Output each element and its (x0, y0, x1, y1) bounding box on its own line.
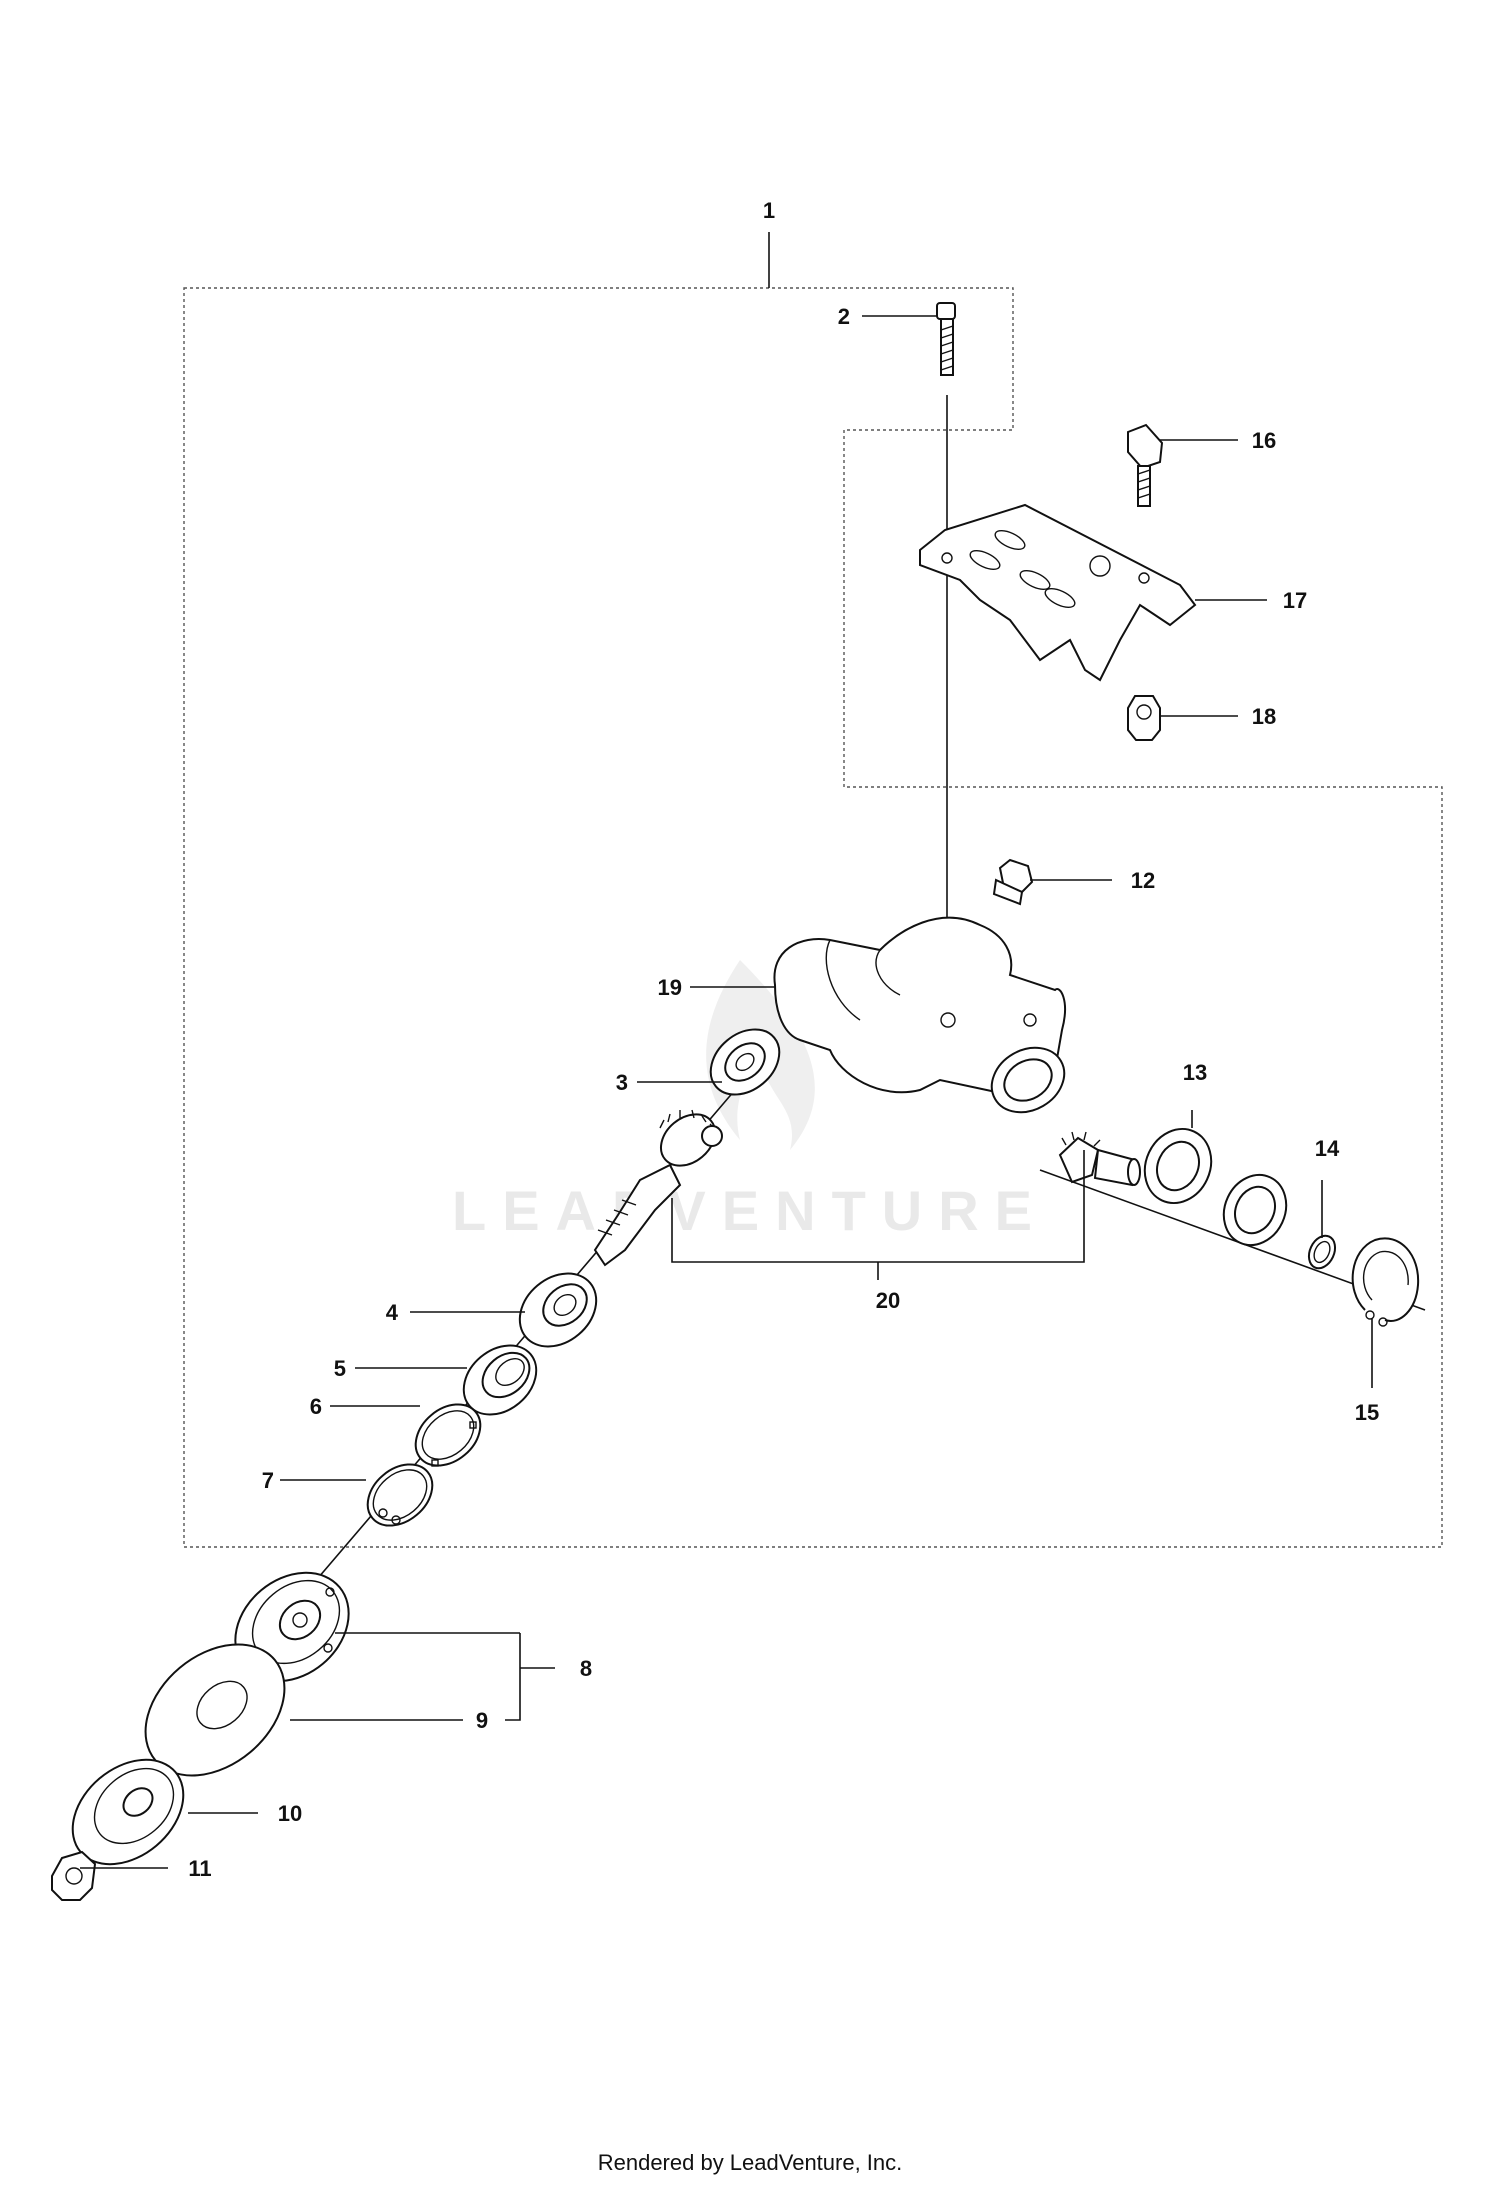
callout-17[interactable]: 17 (1283, 588, 1307, 613)
assembly-boundary (183, 287, 1443, 1548)
part-11-nut[interactable] (51, 1850, 97, 1901)
callout-11[interactable]: 11 (188, 1856, 211, 1881)
callout-4[interactable]: 4 (386, 1300, 399, 1325)
callout-19[interactable]: 19 (658, 975, 682, 1000)
part-12-plug[interactable] (992, 858, 1034, 906)
part-3-bearing[interactable] (698, 1016, 792, 1108)
callout-12[interactable]: 12 (1131, 868, 1155, 893)
part-2-bolt[interactable] (936, 302, 956, 376)
callout-13[interactable]: 13 (1183, 1060, 1207, 1085)
part-17-shield[interactable] (919, 503, 1197, 682)
callout-1[interactable]: 1 (763, 198, 775, 223)
callout-6[interactable]: 6 (310, 1394, 322, 1419)
callout-9[interactable]: 9 (476, 1708, 488, 1733)
part-6-washer[interactable] (404, 1392, 493, 1478)
watermark: LEADVENTURE (452, 960, 1048, 1242)
part-20-gear-set[interactable] (593, 1104, 1141, 1267)
watermark-text: LEADVENTURE (452, 1179, 1048, 1242)
callout-7[interactable]: 7 (262, 1468, 274, 1493)
part-18-nut[interactable] (1127, 695, 1161, 741)
part-16-screw[interactable] (1127, 423, 1164, 507)
callout-18[interactable]: 18 (1252, 704, 1276, 729)
callout-8[interactable]: 8 (580, 1656, 592, 1681)
part-14-circlip[interactable] (1304, 1232, 1340, 1273)
part-7-snap-ring[interactable] (356, 1452, 445, 1538)
part-15-retaining-ring[interactable] (1351, 1237, 1420, 1327)
callout-15[interactable]: 15 (1355, 1400, 1379, 1425)
callout-14[interactable]: 14 (1315, 1136, 1340, 1161)
callout-16[interactable]: 16 (1252, 428, 1276, 453)
callout-3[interactable]: 3 (616, 1070, 628, 1095)
callout-10[interactable]: 10 (278, 1801, 302, 1826)
part-4-bearing[interactable] (505, 1258, 610, 1361)
leader-lines (80, 315, 1373, 1869)
footer-credit: Rendered by LeadVenture, Inc. (597, 2150, 903, 2175)
part-10-flange[interactable] (52, 1738, 204, 1885)
part-bearing-outer[interactable] (1213, 1165, 1298, 1256)
callout-5[interactable]: 5 (334, 1356, 346, 1381)
part-19-gear-housing[interactable] (773, 916, 1075, 1125)
part-13-bearing[interactable] (1133, 1118, 1223, 1214)
part-5-seal[interactable] (450, 1331, 550, 1428)
callout-20[interactable]: 20 (876, 1288, 900, 1313)
callout-2[interactable]: 2 (838, 304, 850, 329)
callout-labels: 1 2 3 4 5 6 7 8 9 10 11 12 13 14 15 16 1… (188, 198, 1379, 1881)
